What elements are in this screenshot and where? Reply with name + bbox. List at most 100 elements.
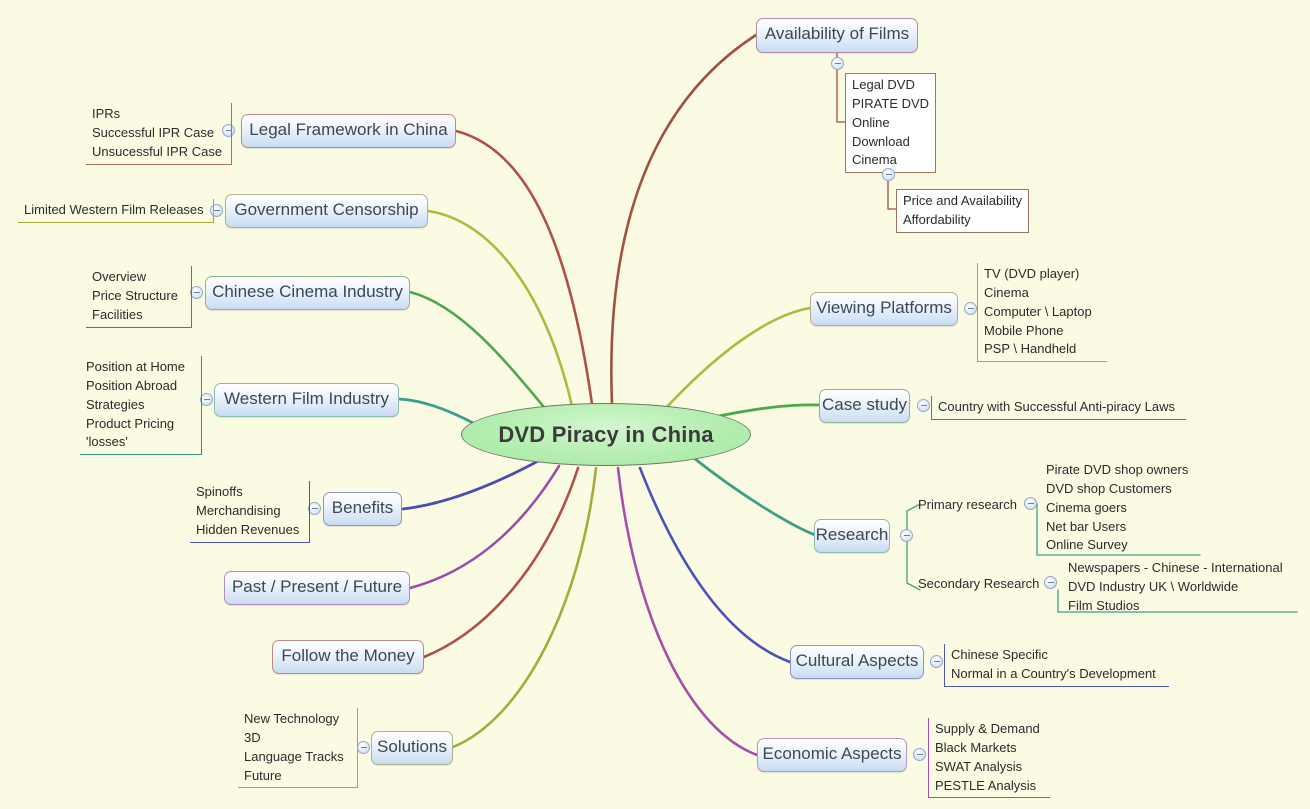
list-item: Strategies	[86, 396, 145, 412]
sublist-price-availability: Price and Availability Affordability	[896, 189, 1029, 233]
branch-availability	[610, 33, 758, 406]
list-item: Cinema goers	[1046, 499, 1127, 515]
branch-viewing-platforms	[662, 306, 812, 412]
node-benefits[interactable]: Benefits	[323, 492, 402, 526]
toggle-benefits[interactable]	[308, 502, 321, 515]
list-item: PESTLE Analysis	[935, 777, 1037, 793]
list-item: Merchandising	[196, 502, 281, 518]
branch-research	[688, 453, 817, 537]
list-item: Spinoffs	[196, 484, 243, 499]
node-chinese-cinema-industry[interactable]: Chinese Cinema Industry	[205, 276, 410, 310]
list-item: SWAT Analysis	[935, 758, 1023, 774]
list-item: Overview	[92, 269, 147, 284]
toggle-secondary-research[interactable]	[1044, 576, 1057, 589]
sublist-benefits: Spinoffs Merchandising Hidden Revenues	[190, 481, 310, 543]
list-item: Country with Successful Anti-piracy Laws	[938, 399, 1175, 414]
list-item: Language Tracks	[244, 748, 344, 764]
central-topic[interactable]: DVD Piracy in China	[461, 403, 751, 466]
node-label: Research	[815, 524, 889, 544]
toggle-cultural-aspects[interactable]	[930, 655, 943, 668]
node-label: Chinese Cinema Industry	[212, 281, 403, 301]
node-government-censorship[interactable]: Government Censorship	[225, 194, 428, 228]
toggle-western-film-industry[interactable]	[200, 393, 213, 406]
toggle-availability-sublist[interactable]	[882, 168, 895, 181]
list-item: Position Abroad	[86, 377, 178, 393]
list-item: Net bar Users	[1046, 518, 1127, 534]
sublist-primary-research: Pirate DVD shop owners DVD shop Customer…	[1040, 459, 1210, 557]
list-item: Successful IPR Case	[92, 124, 215, 140]
list-item: Legal DVD	[852, 77, 915, 92]
list-item: 3D	[244, 729, 261, 745]
list-item: TV (DVD player)	[984, 266, 1080, 281]
toggle-chinese-cinema-industry[interactable]	[190, 286, 203, 299]
list-item: Supply & Demand	[935, 721, 1040, 736]
toggle-solutions[interactable]	[357, 741, 370, 754]
list-item: Cinema	[852, 152, 897, 168]
node-solutions[interactable]: Solutions	[371, 731, 453, 765]
node-viewing-platforms[interactable]: Viewing Platforms	[810, 292, 958, 326]
list-item: Download	[852, 133, 910, 149]
node-label: Availability of Films	[764, 24, 910, 44]
node-label: Follow the Money	[281, 645, 415, 665]
list-item: 'losses'	[86, 434, 128, 450]
toggle-viewing-platforms[interactable]	[964, 302, 977, 315]
sublist-legal-framework: IPRs Successful IPR Case Unsucessful IPR…	[86, 103, 232, 165]
label-primary-research[interactable]: Primary research	[918, 497, 1017, 512]
branch-past-present-future	[408, 464, 561, 590]
node-label: Legal Framework in China	[249, 119, 448, 139]
branch-government-censorship	[426, 209, 574, 408]
label-secondary-research[interactable]: Secondary Research	[918, 576, 1040, 591]
list-item: DVD shop Customers	[1046, 480, 1172, 496]
list-item: Pirate DVD shop owners	[1046, 462, 1189, 477]
sublist-western-film-industry: Position at Home Position Abroad Strateg…	[80, 356, 202, 456]
toggle-economic-aspects[interactable]	[913, 748, 926, 761]
node-follow-the-money[interactable]: Follow the Money	[272, 640, 424, 674]
node-past-present-future[interactable]: Past / Present / Future	[224, 571, 410, 605]
node-research[interactable]: Research	[814, 519, 890, 553]
list-item: Price Structure	[92, 287, 178, 303]
list-item: Computer \ Laptop	[984, 303, 1092, 319]
list-item: Cinema	[984, 284, 1029, 300]
list-item: Film Studios	[1068, 597, 1140, 613]
branch-chinese-cinema	[408, 290, 550, 414]
list-item: Position at Home	[86, 359, 185, 374]
list-item: DVD Industry UK \ Worldwide	[1068, 578, 1239, 594]
node-label: Economic Aspects	[762, 743, 902, 763]
branch-benefits	[401, 458, 542, 511]
sublist-viewing-platforms: TV (DVD player) Cinema Computer \ Laptop…	[977, 263, 1107, 363]
toggle-case-study[interactable]	[917, 399, 930, 412]
node-label: Cultural Aspects	[795, 650, 919, 670]
node-label: Case study	[821, 394, 908, 414]
node-legal-framework[interactable]: Legal Framework in China	[241, 114, 456, 148]
node-case-study[interactable]: Case study	[819, 389, 910, 423]
list-item: Hidden Revenues	[196, 521, 300, 537]
toggle-research[interactable]	[900, 529, 913, 542]
node-label: Benefits	[331, 497, 394, 517]
central-topic-label: DVD Piracy in China	[498, 421, 714, 447]
node-availability-of-films[interactable]: Availability of Films	[756, 18, 918, 53]
list-item: Newspapers - Chinese - International	[1068, 560, 1283, 575]
sublist-cultural-aspects: Chinese Specific Normal in a Country's D…	[944, 644, 1169, 687]
toggle-availability-of-films[interactable]	[831, 57, 844, 70]
list-item: Mobile Phone	[984, 322, 1064, 338]
sublist-chinese-cinema-industry: Overview Price Structure Facilities	[86, 266, 192, 328]
list-item: Black Markets	[935, 739, 1017, 755]
sublist-economic-aspects: Supply & Demand Black Markets SWAT Analy…	[928, 718, 1050, 799]
node-label: Past / Present / Future	[231, 576, 403, 596]
node-economic-aspects[interactable]: Economic Aspects	[757, 738, 907, 772]
branch-western-film	[397, 397, 477, 426]
toggle-primary-research[interactable]	[1024, 497, 1037, 510]
branch-solutions	[451, 466, 598, 749]
sublist-case-study: Country with Successful Anti-piracy Laws	[931, 396, 1186, 420]
list-item: IPRs	[92, 106, 121, 121]
sublist-availability-of-films: Legal DVD PIRATE DVD Online Download Cin…	[845, 73, 937, 174]
branch-follow-money	[422, 466, 580, 659]
list-item: Affordability	[903, 211, 971, 227]
list-item: Product Pricing	[86, 415, 175, 431]
node-cultural-aspects[interactable]: Cultural Aspects	[790, 645, 924, 679]
sublist-secondary-research: Newspapers - Chinese - International DVD…	[1062, 557, 1302, 618]
branch-economic-aspects	[616, 466, 759, 757]
list-item: Price and Availability	[903, 193, 1022, 208]
node-western-film-industry[interactable]: Western Film Industry	[214, 383, 399, 417]
